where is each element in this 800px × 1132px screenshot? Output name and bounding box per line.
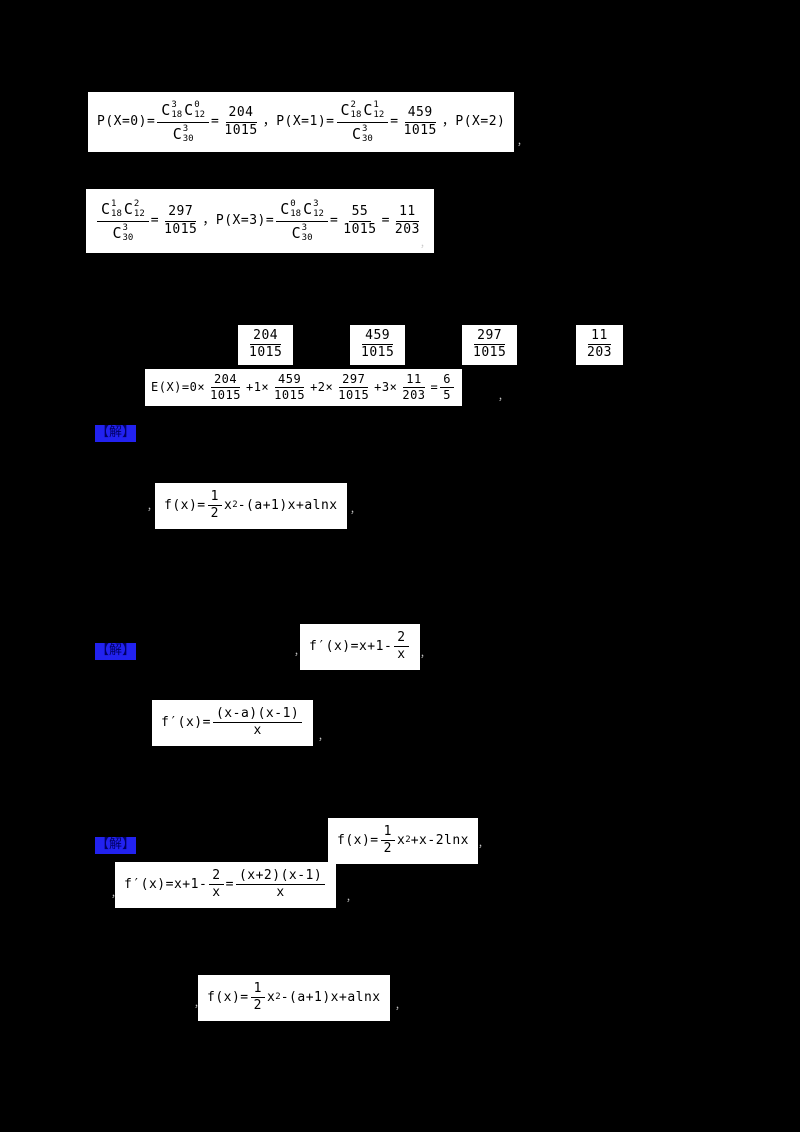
comma-mark: ，: [318, 732, 328, 743]
solution-tag-2: 【解】: [95, 643, 137, 660]
comma-mark: ，: [147, 502, 157, 513]
comma-mark: ，: [294, 647, 304, 658]
solution-tag-1: 【解】: [95, 425, 137, 442]
comma-mark: ，: [498, 392, 508, 403]
solution-tag-3: 【解】: [95, 837, 137, 854]
comma-mark: ，: [194, 999, 204, 1010]
comma-mark: ，: [395, 1001, 405, 1012]
comma-mark: ，: [346, 893, 356, 904]
comma-mark: ，: [111, 889, 121, 900]
comma-mark: ，: [517, 137, 527, 148]
comma-mark: ，: [478, 839, 488, 850]
formula-fprime-factored: f′(x)=(x-a)(x-1)x: [152, 700, 314, 746]
comma-mark: ，: [420, 649, 430, 660]
comma-mark: ，: [420, 239, 430, 250]
comma-mark: ，: [350, 505, 360, 516]
